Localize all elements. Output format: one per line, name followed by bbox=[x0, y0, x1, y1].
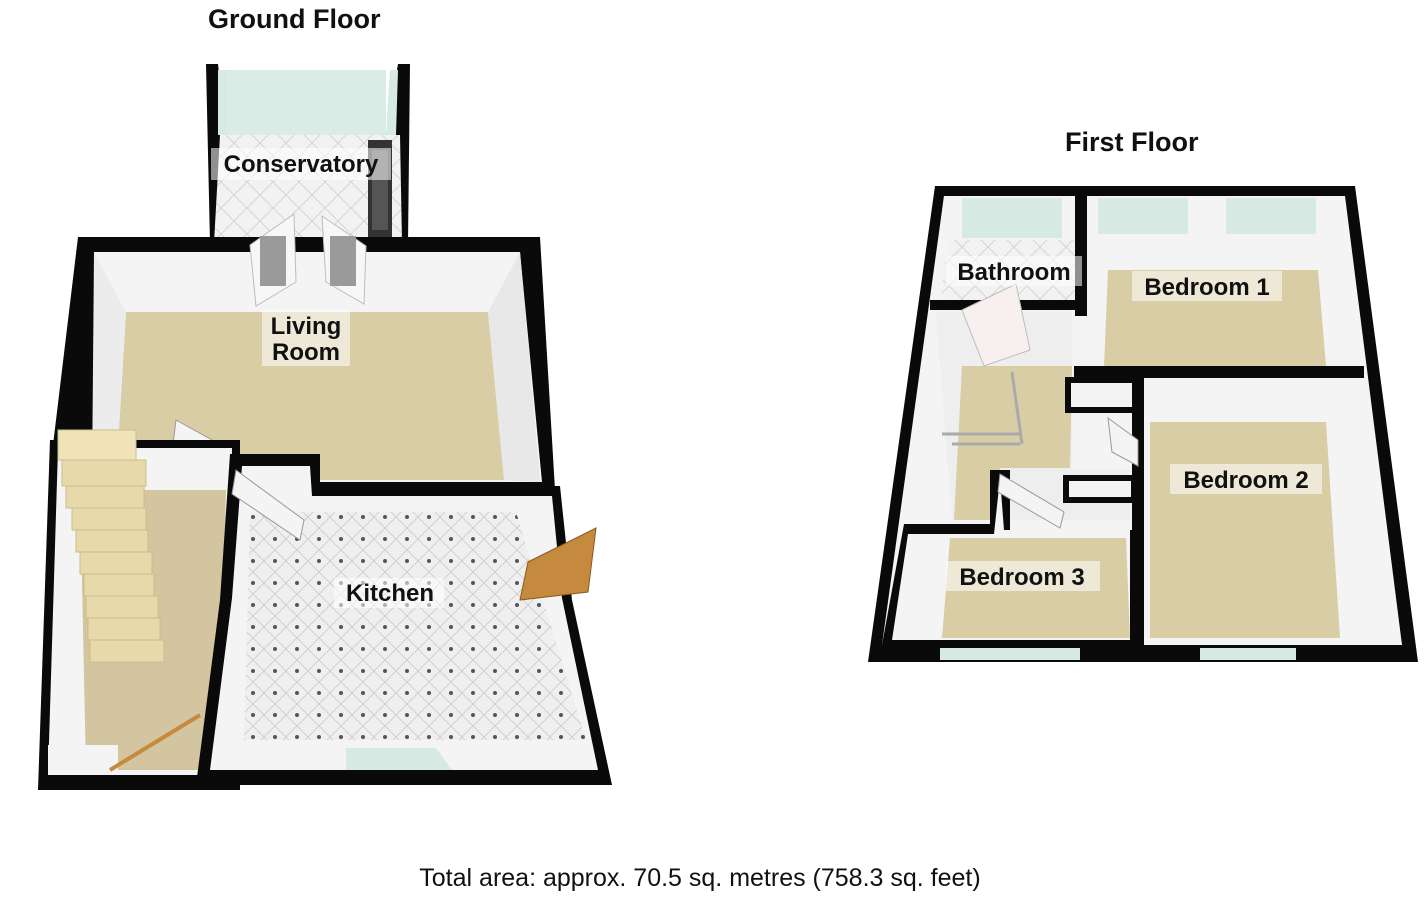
label-living-room-line1: Living bbox=[271, 313, 342, 340]
first-floor-room-labels: Bathroom Bedroom 1 Bedroom 2 Bedroom 3 bbox=[946, 256, 1322, 591]
label-bathroom: Bathroom bbox=[957, 259, 1070, 286]
first-floor-plan: Bathroom Bedroom 1 Bedroom 2 Bedroom 3 bbox=[868, 186, 1418, 662]
first-floor-title: First Floor bbox=[1065, 127, 1199, 157]
staircase bbox=[57, 429, 165, 663]
total-area-caption: Total area: approx. 70.5 sq. metres (758… bbox=[419, 864, 981, 892]
living-room bbox=[50, 213, 555, 490]
ground-floor-room-labels: Conservatory Living Room Kitchen bbox=[211, 148, 444, 608]
label-bedroom-1: Bedroom 1 bbox=[1144, 274, 1269, 301]
bedroom-2-room bbox=[1107, 378, 1402, 648]
kitchen-room bbox=[196, 454, 612, 785]
label-bedroom-3: Bedroom 3 bbox=[959, 564, 1084, 591]
label-bedroom-2: Bedroom 2 bbox=[1183, 467, 1308, 494]
hallway-with-stairs bbox=[38, 429, 240, 790]
label-conservatory: Conservatory bbox=[224, 151, 379, 178]
label-living-room-line2: Room bbox=[272, 339, 340, 366]
french-doors bbox=[249, 213, 367, 307]
ground-floor-plan: Conservatory Living Room Kitchen bbox=[38, 64, 612, 790]
landing bbox=[936, 283, 1141, 520]
ground-floor-title: Ground Floor bbox=[208, 4, 381, 34]
label-kitchen: Kitchen bbox=[346, 580, 434, 607]
